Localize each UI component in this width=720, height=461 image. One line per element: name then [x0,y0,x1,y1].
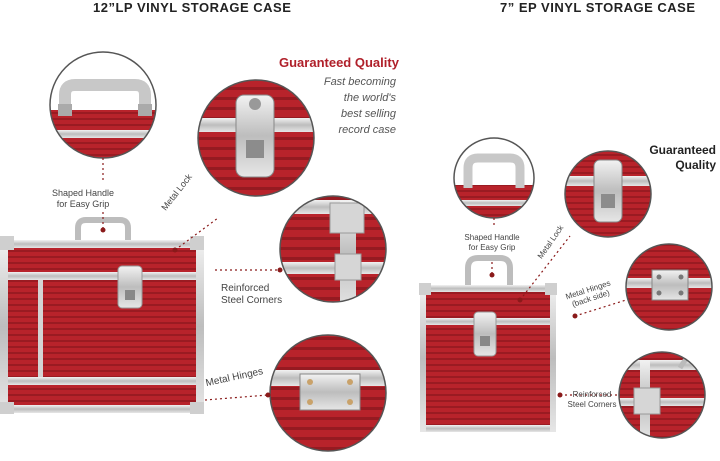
ep-label-handle: Shaped Handle for Easy Grip [444,233,540,253]
ep-case-title: 7” EP VINYL STORAGE CASE [500,0,696,15]
label-line: for Easy Grip [468,243,516,252]
lp-tagline: Fast becoming the world's best selling r… [306,74,396,138]
label-line: Reinforced [572,390,612,399]
lp-label-corners: Reinforced Steel Corners [221,283,282,307]
zoom-corners [279,195,387,303]
heading-line: Quality [675,158,716,172]
heading-line: Guaranteed [649,143,716,157]
tagline-line: Fast becoming [323,76,396,88]
lp-case [0,217,204,414]
tagline-line: best selling [340,108,396,120]
lp-quality-heading: Guaranteed Quality [279,55,399,70]
label-line: Steel Corners [567,400,617,409]
right-leader-dots [489,272,578,398]
label-line: Steel Corners [221,295,283,306]
zoom-lock [197,79,315,197]
label-line: Shaped Handle [464,233,520,242]
zoom-ep-handle [453,137,535,219]
left-leader-dots [100,227,283,398]
ep-case [419,255,557,432]
tagline-line: the world's [343,92,396,104]
zoom-ep-corners [618,351,706,439]
left-leader-lines [102,158,280,401]
ep-label-corners: Reinforced Steel Corners [566,390,618,410]
label-line: Reinforced [221,283,270,294]
ep-quality-heading: Guaranteed Quality [630,143,716,173]
label-line: for Easy Grip [56,199,110,209]
zoom-ep-lock [564,150,652,238]
lp-case-title: 12”LP VINYL STORAGE CASE [93,0,292,15]
zoom-ep-hinges [625,243,713,331]
lp-label-handle: Shaped Handle for Easy Grip [38,188,128,210]
label-line: Shaped Handle [51,188,115,198]
zoom-hinges [269,334,387,452]
tagline-line: record case [338,124,396,136]
zoom-handle [49,51,157,159]
